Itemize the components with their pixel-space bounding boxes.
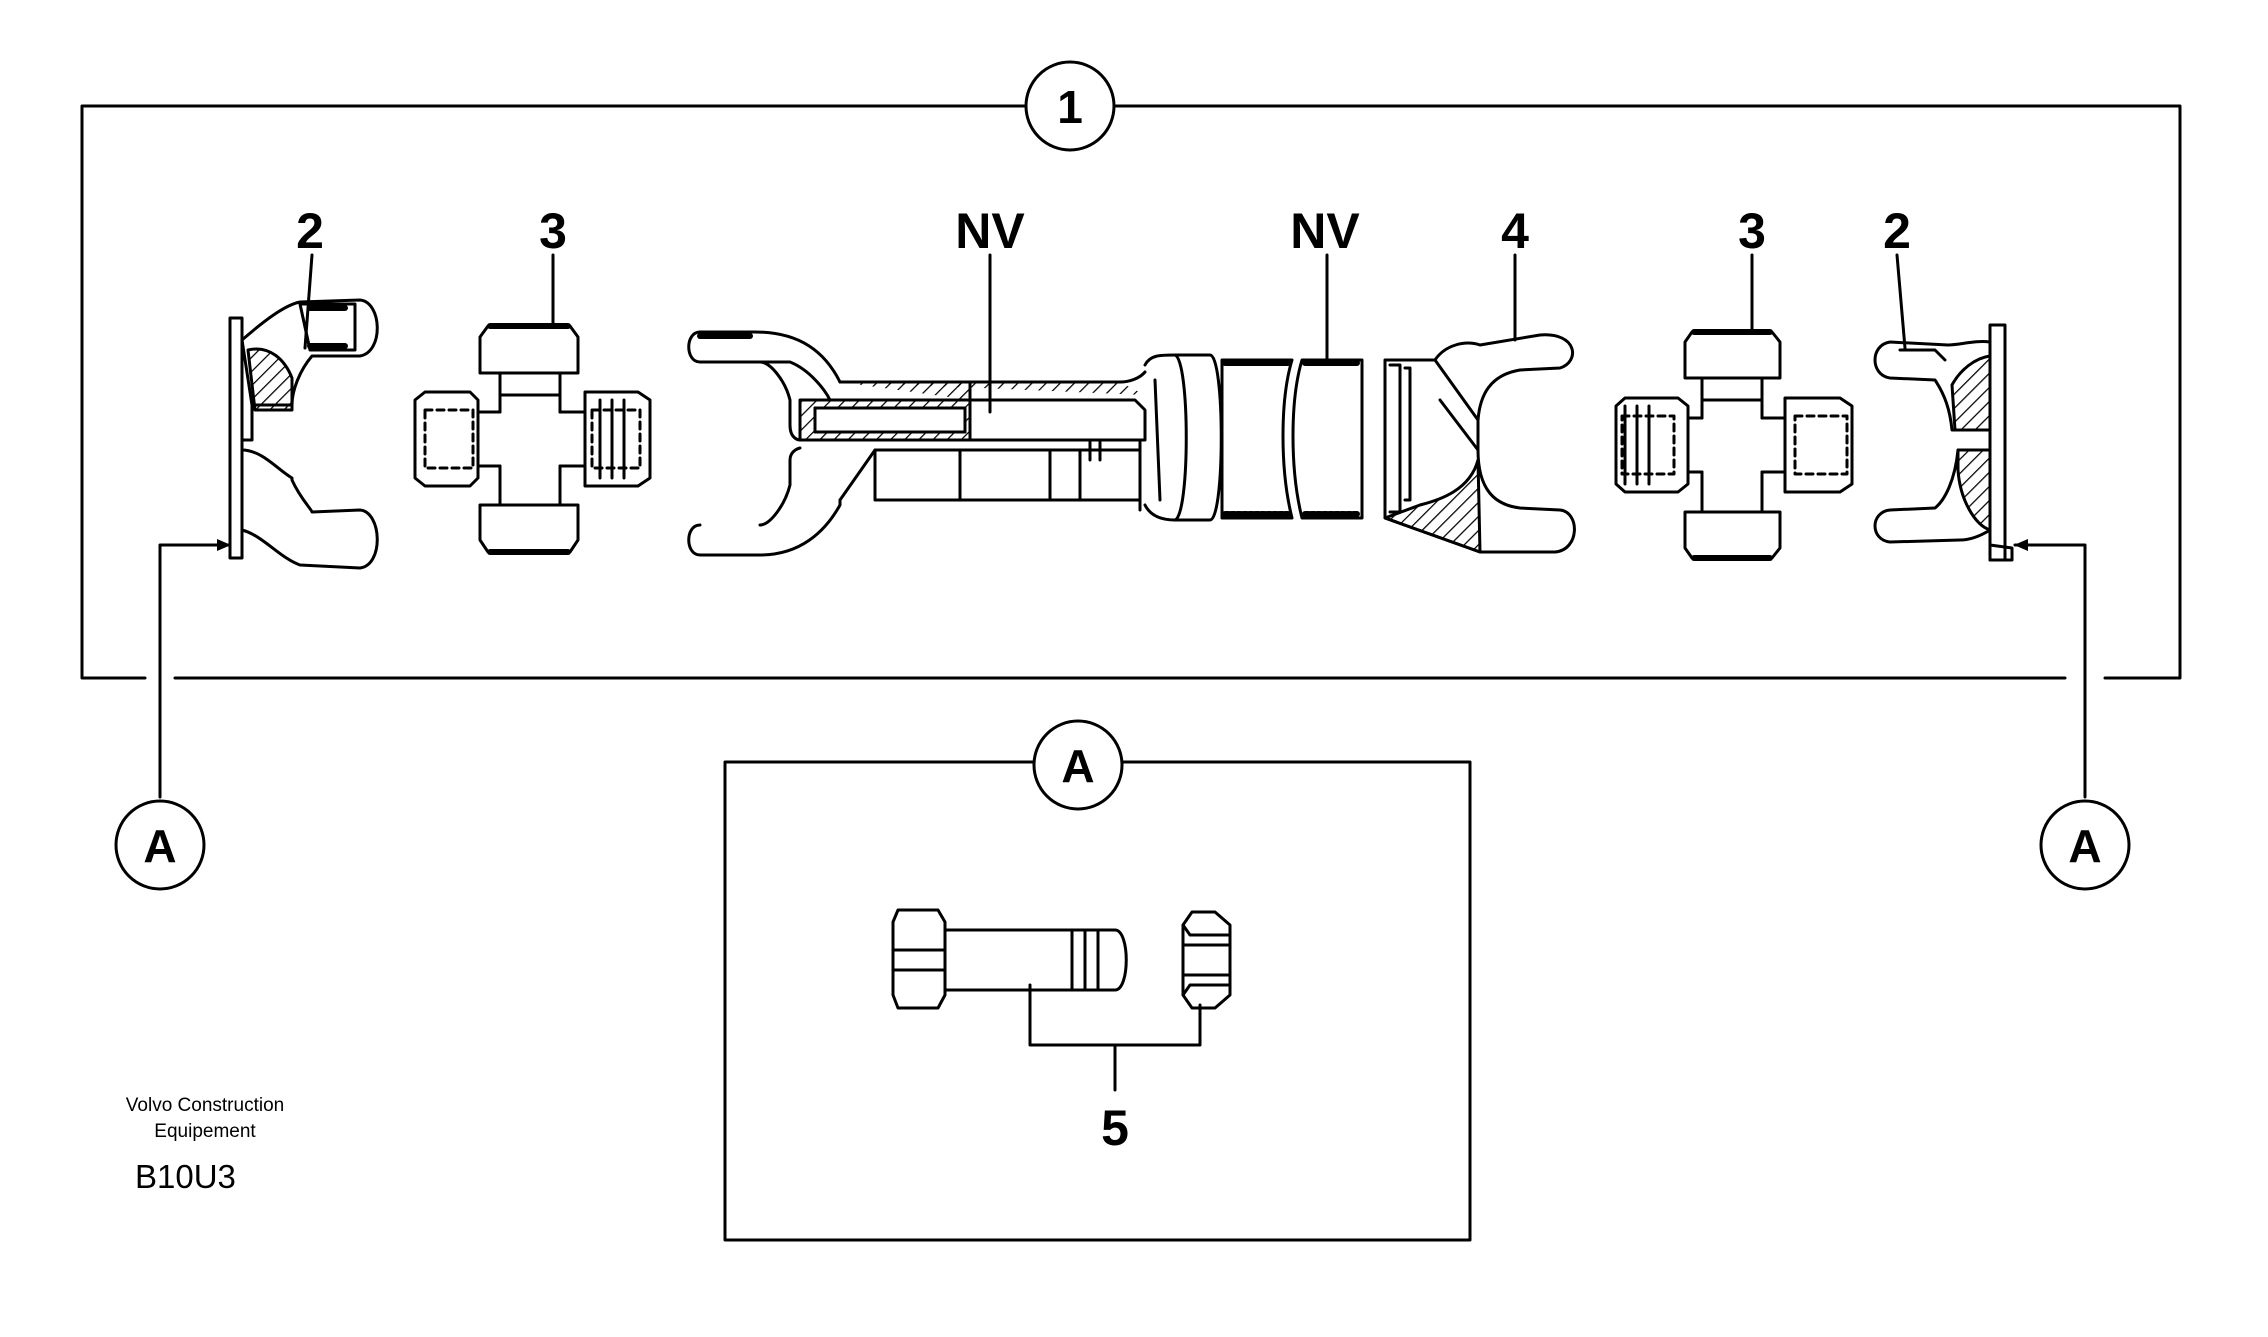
leader-lines xyxy=(303,253,1907,1092)
company-name-line1: Volvo Construction xyxy=(125,1095,285,1116)
detail-a-label: A xyxy=(1061,740,1094,792)
circle-ref-a-left xyxy=(114,799,206,891)
callout-2-right: 2 xyxy=(1883,203,1911,259)
universal-cross-left xyxy=(413,323,652,555)
tube-yoke-shaft xyxy=(687,330,1223,557)
callout-2-left: 2 xyxy=(296,203,324,259)
callout-4: 4 xyxy=(1501,203,1529,259)
company-name-line2: Equipement xyxy=(154,1121,256,1142)
shaft-tube-segments xyxy=(1220,358,1364,520)
callout-3-right: 3 xyxy=(1738,203,1766,259)
flange-yoke-right xyxy=(1873,323,2014,562)
drawing-code: B10U3 xyxy=(135,1158,236,1195)
slip-yoke xyxy=(1383,333,1576,554)
company-caption: Volvo Construction Equipement xyxy=(95,1093,315,1145)
detail-arrows xyxy=(158,539,2087,799)
ref-a-right-label: A xyxy=(2068,820,2101,872)
bolt-and-nut xyxy=(891,908,1232,1010)
universal-cross-right xyxy=(1614,329,1854,561)
circle-ref-a-right xyxy=(2039,799,2131,891)
circle-detail-a xyxy=(1032,719,1124,811)
circle-callout-1 xyxy=(1024,60,1116,152)
callout-5: 5 xyxy=(1101,1100,1129,1156)
assembly-frame xyxy=(80,104,2182,680)
flange-yoke-left xyxy=(228,298,379,570)
ref-a-left-label: A xyxy=(143,820,176,872)
callout-nv-2: NV xyxy=(1290,203,1360,259)
detail-box-a xyxy=(723,760,1472,1242)
callout-1-label: 1 xyxy=(1057,81,1083,133)
callout-3-left: 3 xyxy=(539,203,567,259)
callout-nv-1: NV xyxy=(955,203,1025,259)
